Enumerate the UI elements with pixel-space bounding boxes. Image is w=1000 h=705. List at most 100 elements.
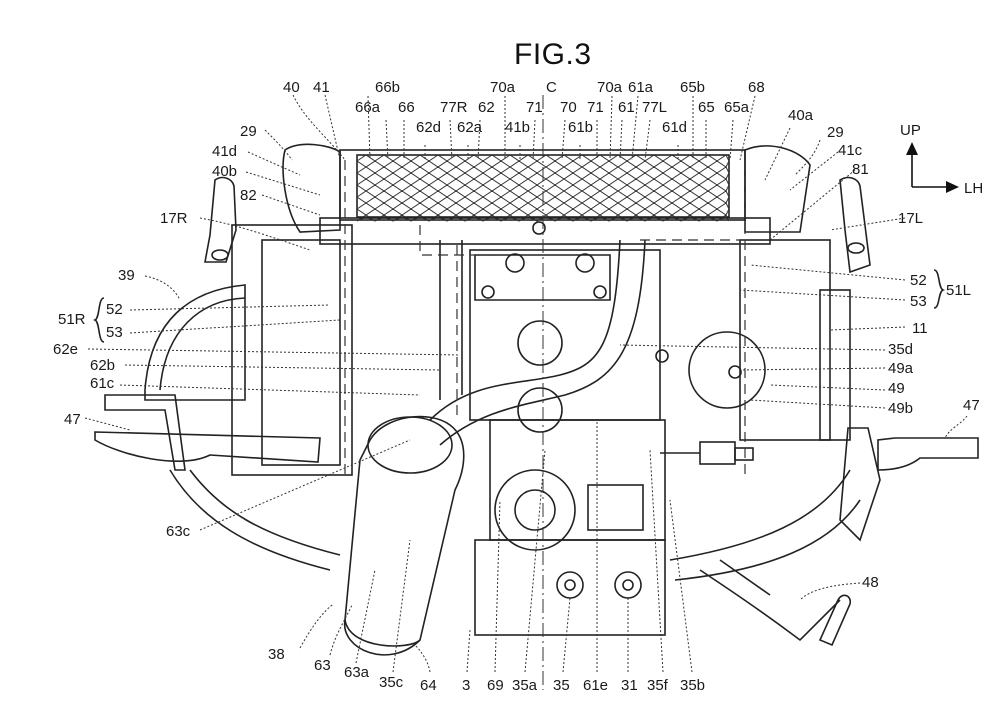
label-61d: 61d — [662, 119, 688, 136]
label-29-left: 29 — [827, 124, 844, 141]
label-35f: 35f — [647, 677, 668, 694]
label-47-right: 47 — [64, 411, 81, 428]
label-40: 40 — [283, 79, 300, 96]
radiator-cap-left — [744, 145, 811, 233]
guard-17L — [839, 176, 871, 274]
label-35d: 35d — [888, 341, 914, 358]
label-65a: 65a — [724, 99, 750, 116]
label-62d: 62d — [416, 119, 442, 136]
leader-lines — [84, 94, 968, 673]
bolt-31 — [614, 571, 642, 599]
footrest-left-47 — [877, 437, 979, 471]
label-35c: 35c — [379, 674, 404, 691]
muffler-end-64 — [344, 619, 421, 656]
label-69: 69 — [487, 677, 504, 694]
label-40a: 40a — [788, 107, 814, 124]
label-41d: 41d — [212, 143, 238, 160]
label-63c: 63c — [166, 523, 191, 540]
label-61b: 61b — [568, 119, 594, 136]
bracket-51R — [92, 297, 105, 343]
label-82: 82 — [240, 187, 257, 204]
label-51L: 51L — [946, 282, 972, 299]
label-66: 66 — [398, 99, 415, 116]
label-64: 64 — [420, 677, 437, 694]
arrow-up-icon — [906, 142, 918, 155]
label-35: 35 — [553, 677, 570, 694]
direction-up-label: UP — [900, 122, 921, 139]
mesh-row — [356, 202, 730, 216]
label-61c: 61c — [90, 375, 115, 392]
label-71-left: 71 — [526, 99, 543, 116]
label-17R: 17R — [160, 210, 188, 227]
footrest-right-47 — [94, 431, 321, 463]
label-70a-right: 70a — [597, 79, 623, 96]
label-62a: 62a — [457, 119, 483, 136]
label-49: 49 — [888, 380, 905, 397]
label-35a: 35a — [512, 677, 538, 694]
mesh-row — [356, 166, 730, 180]
label-53-left: 53 — [910, 293, 927, 310]
label-48: 48 — [862, 574, 879, 591]
label-62: 62 — [478, 99, 495, 116]
label-41: 41 — [313, 79, 330, 96]
label-51R: 51R — [58, 311, 86, 328]
sensor-connector — [699, 441, 736, 465]
cover-39 — [144, 284, 246, 401]
label-35b: 35b — [680, 677, 706, 694]
label-38: 38 — [268, 646, 285, 663]
radiator-mesh — [356, 154, 730, 222]
label-31: 31 — [621, 677, 638, 694]
label-C: C — [546, 79, 557, 96]
label-70: 70 — [560, 99, 577, 116]
frame-left — [739, 239, 831, 441]
label-66b: 66b — [375, 79, 401, 96]
engine-body — [94, 95, 979, 690]
label-61a: 61a — [628, 79, 654, 96]
label-77L: 77L — [642, 99, 668, 116]
radiator-cap-right — [282, 143, 341, 233]
label-81: 81 — [852, 161, 869, 178]
label-65: 65 — [698, 99, 715, 116]
label-62b: 62b — [90, 357, 116, 374]
label-53-right: 53 — [106, 324, 123, 341]
label-17L: 17L — [898, 210, 924, 227]
muffler-63 — [344, 415, 465, 647]
engine-bottom-3 — [474, 539, 666, 636]
label-62e: 62e — [53, 341, 79, 358]
label-63: 63 — [314, 657, 331, 674]
label-3: 3 — [462, 677, 471, 694]
generator-49 — [688, 331, 766, 409]
arrow-right-icon — [946, 181, 959, 193]
label-65b: 65b — [680, 79, 706, 96]
figure-title: FIG.3 — [514, 38, 592, 71]
guard-17R — [204, 176, 237, 263]
label-47-left: 47 — [963, 397, 980, 414]
bracket-51L — [933, 269, 946, 309]
exhaust-pipe-61 — [429, 239, 621, 421]
direction-lh-label: LH — [964, 180, 984, 197]
label-77R: 77R — [440, 99, 468, 116]
label-70a-left: 70a — [490, 79, 516, 96]
label-68: 68 — [748, 79, 765, 96]
mesh-row — [356, 178, 730, 192]
frame-right — [231, 224, 353, 476]
label-52-right: 52 — [106, 301, 123, 318]
label-40b: 40b — [212, 163, 238, 180]
mesh-row — [356, 190, 730, 204]
label-71-right: 71 — [587, 99, 604, 116]
label-66a: 66a — [355, 99, 381, 116]
label-41c: 41c — [838, 142, 863, 159]
label-52-left: 52 — [910, 272, 927, 289]
direction-indicator — [906, 142, 959, 193]
label-29-right: 29 — [240, 123, 257, 140]
mesh-row — [356, 214, 730, 222]
label-49b: 49b — [888, 400, 914, 417]
bolt-35 — [556, 571, 584, 599]
kick-pedal-48 — [699, 569, 841, 642]
label-41b: 41b — [505, 119, 531, 136]
mesh-row — [356, 154, 730, 168]
label-39: 39 — [118, 267, 135, 284]
label-49a: 49a — [888, 360, 914, 377]
label-63a: 63a — [344, 664, 370, 681]
